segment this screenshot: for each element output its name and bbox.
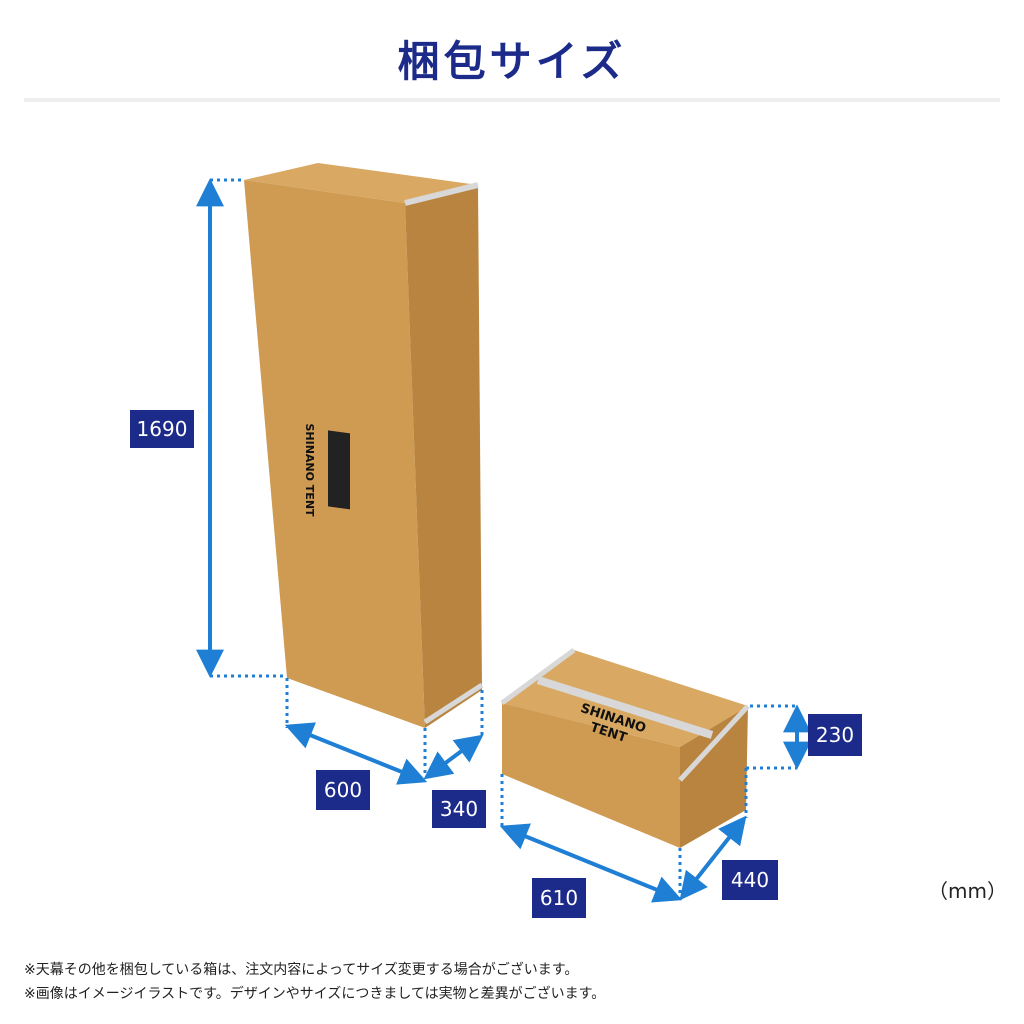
flat-box-front <box>502 703 680 848</box>
arrow-flat-depth <box>679 815 747 901</box>
tall-box-tape <box>404 182 479 206</box>
label-flat-depth: 440 <box>722 860 778 900</box>
flat-box-side <box>680 706 748 848</box>
shinano-tent-logo: SHINANO TENT <box>303 423 350 517</box>
arrow-tall-depth <box>423 734 484 780</box>
tall-box-top <box>244 163 478 203</box>
flat-box-tape <box>536 676 714 739</box>
note-line: ※天幕その他を梱包している箱は、注文内容によってサイズ変更する場合がございます。 <box>24 962 579 978</box>
tall-box: SHINANO TENT <box>244 163 484 728</box>
title-divider <box>24 98 1000 102</box>
arrow-flat-width <box>499 823 683 903</box>
arrow-tall-width <box>284 722 428 785</box>
label-flat-height: 230 <box>808 714 862 756</box>
label-tall-width: 600 <box>316 770 370 810</box>
notes: ※天幕その他を梱包している箱は、注文内容によってサイズ変更する場合がございます。… <box>24 958 605 1006</box>
dimension-arrows <box>196 178 811 903</box>
note-line: ※画像はイメージイラストです。デザインやサイズにつきましては実物と差異がございま… <box>24 986 606 1002</box>
page-title: 梱包サイズ <box>397 37 627 86</box>
label-flat-width: 610 <box>532 878 586 918</box>
label-tall-depth: 340 <box>432 790 486 828</box>
flat-box: SHINANO TENT <box>500 647 750 848</box>
svg-text:SHINANO TENT: SHINANO TENT <box>303 423 316 517</box>
tall-box-side <box>405 185 482 728</box>
label-tall-height: 1690 <box>130 410 194 448</box>
unit-label: （mm） <box>928 879 1007 903</box>
